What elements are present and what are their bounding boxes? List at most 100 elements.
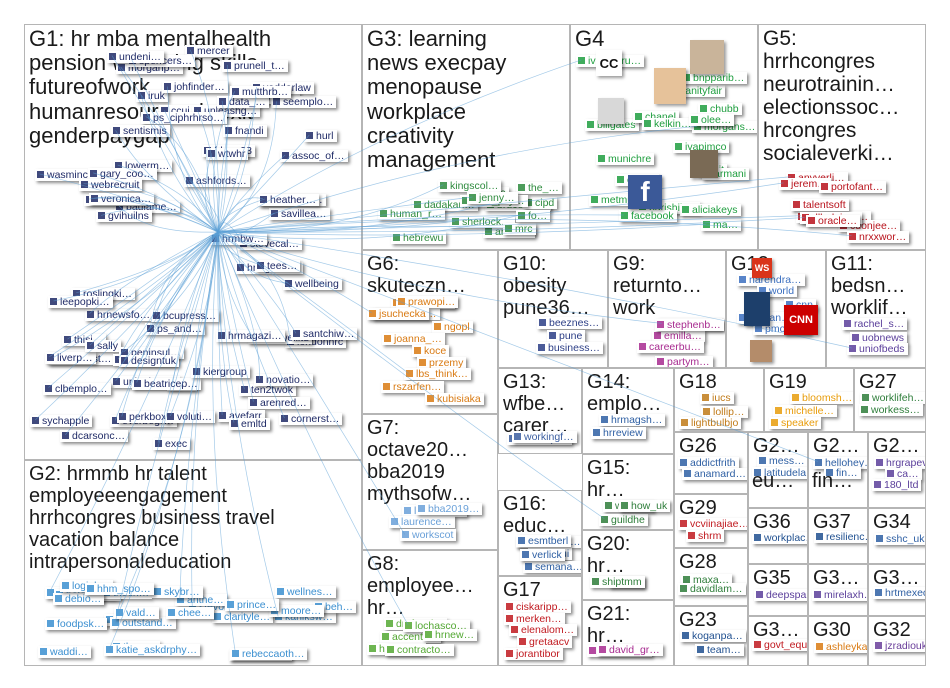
node-g38-0[interactable]: govt_equ… [752,639,807,651]
node-g30-0[interactable]: ashleyka… [814,641,867,653]
node-g4-17[interactable]: chubb [698,103,742,115]
node-g17-0[interactable]: ciskaripp… [504,601,571,613]
node-g6-2[interactable]: ngopl [432,321,473,333]
node-g2-7[interactable]: foodpsk… [45,618,108,630]
node-g1-13[interactable]: liverp… [45,352,96,364]
node-g17-3[interactable]: gretaacv [517,636,573,648]
node-g2-24[interactable]: hhm_spo… [85,583,154,595]
node-g3-4[interactable]: the_… [516,182,562,194]
node-g33-0[interactable]: hrtmexec [873,587,925,599]
node-g2-15[interactable]: chee… [166,607,215,619]
node-g1-70[interactable]: exec [153,438,191,450]
node-g5-8[interactable]: portofant… [819,181,886,193]
node-g3-12[interactable]: mrc [503,223,536,235]
node-g25-2[interactable]: 180_ltd [872,479,922,491]
node-g7-3[interactable]: bba2019… [416,503,483,515]
node-g10-0[interactable]: beeznes… [537,317,603,329]
node-g1-57[interactable]: beatricep… [132,378,201,390]
node-g2-21[interactable]: debio… [53,593,105,605]
node-g1-54[interactable]: fnandi [223,125,267,137]
node-g35-0[interactable]: deepspa… [754,589,807,601]
node-g1-16[interactable]: ps_and… [145,323,205,335]
node-g13-1[interactable]: workingf… [512,431,577,443]
node-g3-10[interactable]: human_r… [378,208,445,220]
cnn-logo-icon[interactable]: CNN [784,305,818,335]
node-g8-5[interactable]: contracto… [385,644,454,656]
node-g14-1[interactable]: hrreview [591,427,646,439]
node-g1-42[interactable]: perkbox [117,411,170,423]
node-g2-3[interactable]: waddi… [38,646,91,658]
node-g1-47[interactable]: leepopki… [48,296,113,308]
node-g24-0[interactable]: hellohey… [813,457,867,469]
node-g2-10[interactable]: clarityle… [212,611,274,623]
node-g29-0[interactable]: vcviinajiae… [678,518,747,530]
node-g1-38[interactable]: hrmagazi… [216,330,285,342]
node-g4-18[interactable]: bnpparib… [681,72,748,84]
node-g1-61[interactable]: kiergroup [191,366,250,378]
node-g16-3[interactable]: esmtberl [516,535,572,547]
node-g15-1[interactable]: guildhe [599,514,648,526]
node-g6-3[interactable]: joanna_… [382,333,445,345]
node-g1-32[interactable]: prunell_t… [222,60,288,72]
node-g27-1[interactable]: workess… [859,404,924,416]
node-g23-0[interactable]: koganpa… [680,630,746,642]
node-g11-2[interactable]: uniofbeds [847,343,908,355]
node-g6-9[interactable]: prawopi… [396,296,459,308]
node-g2-23[interactable]: katie_askdrphy… [104,644,201,656]
node-g1-35[interactable]: cornerst… [279,413,343,425]
node-g1-36[interactable]: sally [85,340,122,352]
node-g4-15[interactable]: facebook [619,210,677,222]
node-g7-1[interactable]: laurence… [389,516,455,528]
node-g18-2[interactable]: lightbulbjo [679,417,742,429]
node-g17-1[interactable]: merken… [504,613,565,625]
node-g18-0[interactable]: iucs [700,392,734,404]
node-g27-0[interactable]: worklifeh… [860,392,925,404]
node-g1-66[interactable]: hrmbw… [210,233,268,245]
node-g17-2[interactable]: elenalom… [509,624,578,636]
node-g6-4[interactable]: koce [412,345,450,357]
node-g2-14[interactable]: vald… [114,607,159,619]
node-g1-31[interactable]: ps_ciphrhrso… [141,112,227,124]
node-g1-65[interactable]: designtuk [119,355,179,367]
node-g25-0[interactable]: hrgrapev… [874,457,925,469]
node-g3-6[interactable]: kingscol… [438,180,502,192]
facebook-logo-icon[interactable]: f [628,175,662,209]
node-g14-0[interactable]: hrmagsh… [599,414,666,426]
node-g7-2[interactable]: workscot [400,529,457,541]
node-g1-51[interactable]: santchiw… [291,328,358,340]
node-g3-2[interactable]: cipd [523,197,558,209]
node-g11-1[interactable]: uobnews [850,332,908,344]
node-g20-1[interactable]: shiptmm [590,576,645,588]
node-g4-8[interactable]: kelkin… [642,118,695,130]
node-g1-9[interactable]: hurl [304,130,337,142]
node-g1-60[interactable]: veronica… [89,193,155,205]
node-g1-40[interactable]: novatio… [254,374,314,386]
node-g2-12[interactable]: rebeccaoth… [230,648,308,660]
node-g1-11[interactable]: arenred… [248,397,310,409]
node-g34-0[interactable]: sshc_uk [874,533,925,545]
ws-logo-icon[interactable]: WS [752,258,772,278]
node-g9-3[interactable]: partym… [655,356,713,367]
node-g4-11[interactable]: munichre [596,153,655,165]
node-g1-62[interactable]: sentismis [111,125,170,137]
node-g9-2[interactable]: careerbu… [637,341,704,353]
node-g3-8[interactable]: hebrewu [391,232,447,244]
node-g1-49[interactable]: savillea… [269,208,330,220]
node-g32-0[interactable]: jzradiouk [873,640,925,652]
node-g16-4[interactable]: verlick [520,549,565,561]
node-g1-43[interactable]: wtwhr [206,148,249,160]
node-g1-45[interactable]: voluti… [165,411,216,423]
node-g4-7[interactable]: ma… [701,219,742,231]
node-g19-0[interactable]: bloomsh… [790,392,853,404]
node-g1-4[interactable]: sychapple [30,415,93,427]
node-g1-28[interactable]: tees… [255,260,301,272]
node-g26-1[interactable]: anamard… [682,468,747,480]
node-g1-52[interactable]: webrecruit [79,179,143,191]
node-g2-17[interactable]: prince… [225,599,280,611]
node-g31-0[interactable]: mirelaxh… [812,589,867,601]
node-g3-13[interactable]: fo… [516,210,551,222]
node-g23-1[interactable]: team… [695,644,744,656]
node-g28-1[interactable]: davidlam… [678,583,746,595]
node-g36-0[interactable]: workplac… [752,532,807,544]
node-g10-1[interactable]: pune [547,330,586,342]
